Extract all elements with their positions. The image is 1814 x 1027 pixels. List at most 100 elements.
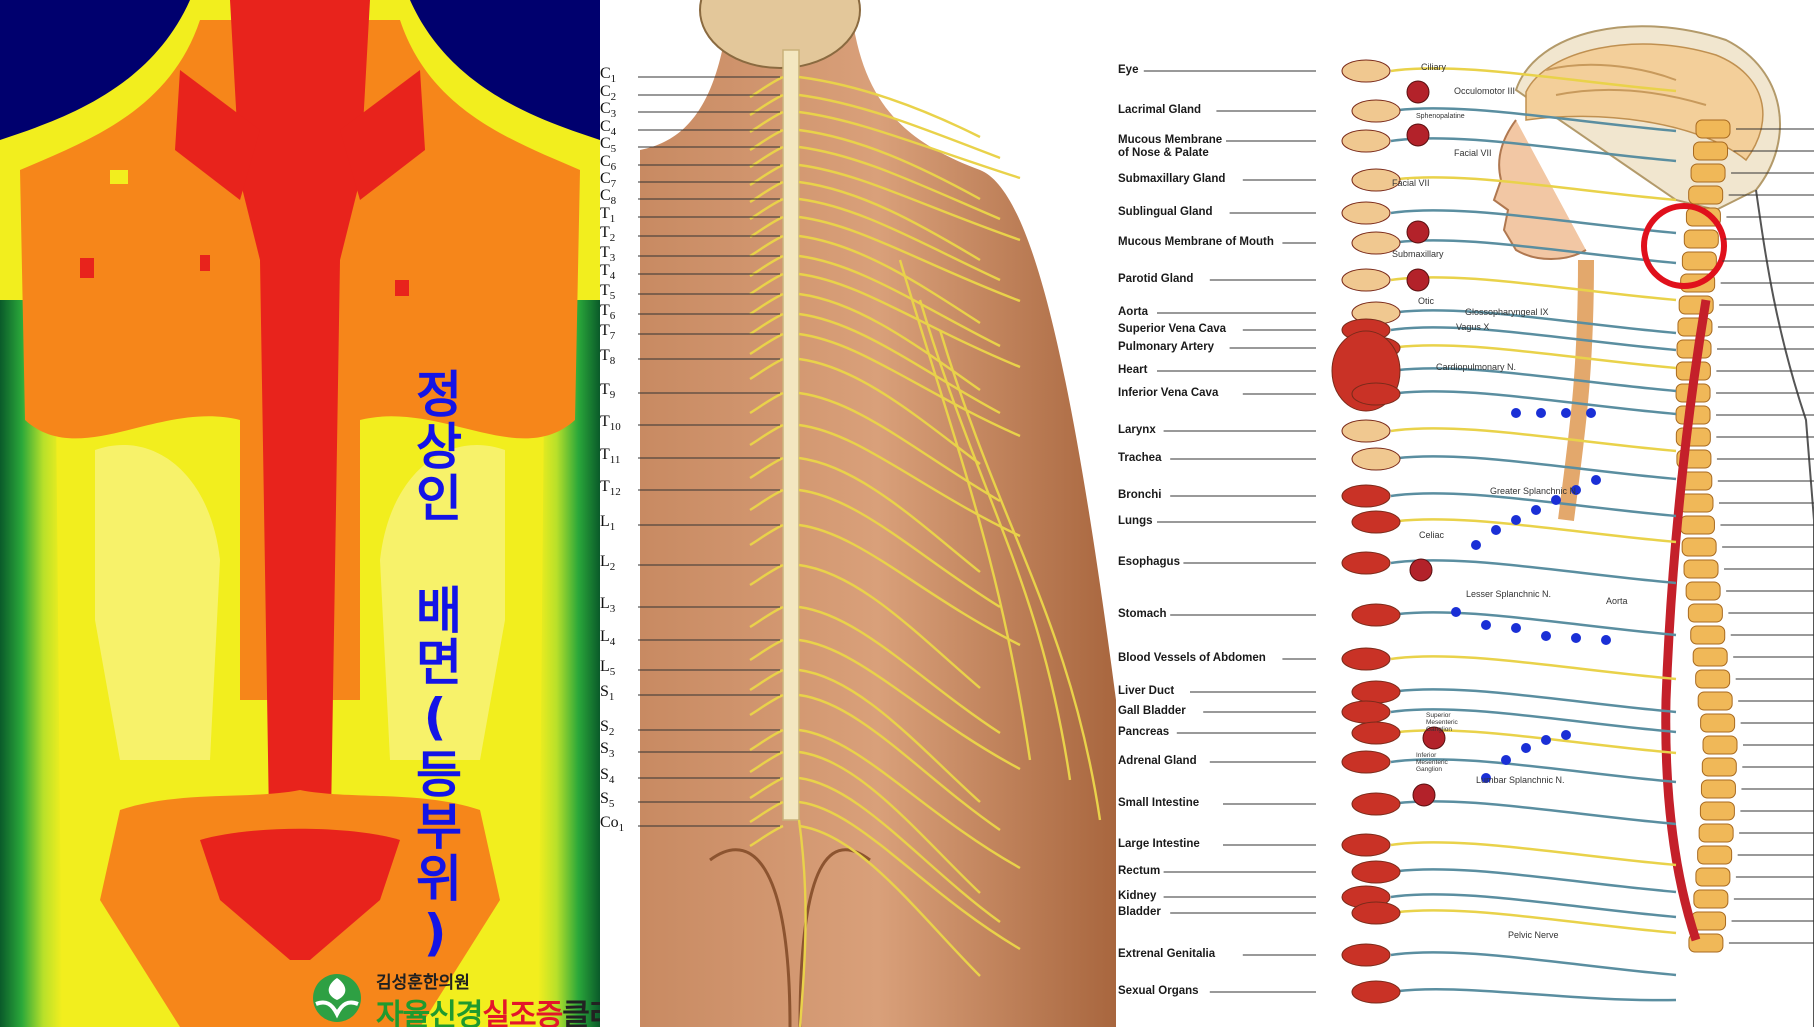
organ-drawing — [1351, 792, 1401, 816]
spinal-level-letter: S — [600, 766, 609, 783]
vertebra — [1699, 801, 1735, 821]
spinal-nerve-branch — [749, 234, 784, 258]
nerve-label-inferior-mesenteric: Inferior Mesenteric Ganglion — [1416, 752, 1448, 773]
ganglion-dot — [1511, 408, 1521, 418]
spinal-nerve-branch — [798, 312, 1001, 415]
vertebra — [1697, 691, 1733, 711]
nerve-label-sphenopalatine: Sphenopalatine — [1416, 113, 1465, 120]
spinal-level-number: 4 — [610, 126, 617, 139]
spinal-level-letter: S — [600, 718, 609, 735]
spinal-nerve-branch — [798, 728, 1021, 870]
spinal-nerve-branch — [798, 197, 1001, 282]
organ-drawing — [1351, 721, 1401, 745]
ganglion-dot — [1571, 485, 1581, 495]
cranial-ganglion — [1412, 783, 1436, 807]
spinal-level-letter: L — [600, 658, 610, 675]
spinal-level-label: L4 — [600, 628, 640, 648]
spinal-level-letter: T — [600, 478, 610, 495]
spinal-level-letter: L — [600, 513, 610, 530]
autonomic-nerve-fiber — [1390, 729, 1677, 755]
spinal-level-number: 9 — [609, 389, 616, 402]
organ-label: Superior Vena Cava — [1118, 323, 1227, 335]
spinal-nerve-branch — [798, 824, 981, 977]
organ-label: Lacrimal Gland — [1118, 104, 1202, 116]
spinal-level-number: 3 — [608, 748, 615, 761]
arm-nerve — [918, 299, 1072, 781]
nerve-label-superior-mesenteric: Superior Mesenteric Ganglion — [1426, 712, 1458, 733]
ganglion-dot — [1541, 631, 1551, 641]
autonomic-nerve-fiber — [1390, 688, 1677, 714]
spinal-level-number: 6 — [610, 161, 617, 174]
spinal-level-number: 7 — [610, 178, 617, 191]
spinal-level-label: C2 — [600, 83, 640, 103]
ganglion-dot — [1521, 743, 1531, 753]
autonomic-nerve-fiber — [1390, 611, 1677, 637]
spinal-nerve-branch — [798, 488, 1001, 609]
organ-drawing — [1341, 201, 1391, 225]
spinal-level-letter: C — [600, 65, 611, 82]
cranial-ganglion — [1406, 123, 1430, 147]
spinal-level-label: T12 — [600, 478, 640, 498]
thermal-caption: 정상인 배면(등부위) — [406, 368, 464, 964]
spinal-level-label: C5 — [600, 135, 640, 155]
autonomic-nerve-fiber — [1390, 326, 1677, 352]
ganglion-dot — [1481, 773, 1491, 783]
spinal-level-letter: T — [600, 347, 610, 364]
spinal-level-letter: T — [600, 282, 610, 299]
spinal-level-letter: C — [600, 170, 611, 187]
spinal-nerve-branch — [798, 800, 1021, 951]
vertebra — [1700, 713, 1736, 733]
spinal-nerve-branch — [749, 668, 784, 692]
organ-label: Kidney — [1118, 890, 1157, 902]
organ-label: Heart — [1118, 364, 1148, 376]
spinal-level-letter: L — [600, 628, 610, 645]
vertebra — [1701, 757, 1737, 777]
sciatic-nerve — [797, 819, 807, 1027]
spinal-nerve-branch — [798, 110, 1021, 180]
spinal-nerve-branch — [798, 605, 1001, 735]
organ-label: Sexual Organs — [1118, 985, 1199, 997]
nerve-label-celiac: Celiac — [1419, 530, 1445, 540]
spinal-nerve-branch — [749, 180, 784, 204]
organ-label: Trachea — [1118, 452, 1162, 464]
spinal-level-label: T9 — [600, 381, 640, 401]
spinal-nerve-branch — [798, 215, 1021, 303]
ganglion-dot — [1491, 525, 1501, 535]
clinic-logo-icon — [313, 974, 361, 1022]
spinal-level-letter: C — [600, 153, 611, 170]
spinal-level-label: S4 — [600, 766, 640, 786]
spinal-nerve-branch — [798, 332, 1021, 438]
spinal-nerve-branch — [749, 776, 784, 800]
spinal-level-number: 3 — [609, 603, 616, 616]
spinal-level-label: C3 — [600, 100, 640, 120]
vertebra — [1695, 867, 1731, 887]
spinal-level-label: T6 — [600, 302, 640, 322]
organ-label: Extrenal Genitalia — [1118, 948, 1216, 960]
clinic-subtitle: 김성훈한의원 — [376, 973, 470, 993]
organ-label: Large Intestine — [1118, 838, 1200, 850]
spinal-nerve-branch — [798, 523, 1021, 647]
spinal-level-letter: C — [600, 118, 611, 135]
organ-drawing — [1341, 268, 1391, 292]
autonomic-nerve-fiber — [1390, 987, 1677, 1002]
spinal-level-label: S3 — [600, 740, 640, 760]
spinal-level-number: 2 — [609, 561, 616, 574]
spinal-level-number: 4 — [608, 774, 615, 787]
spinal-level-letter: S — [600, 790, 609, 807]
ganglion-dot — [1551, 495, 1561, 505]
spinal-nerve-branch — [749, 357, 784, 381]
organ-label: Rectum — [1118, 865, 1161, 877]
spinal-level-letter: T — [600, 205, 610, 222]
vertebra — [1700, 779, 1736, 799]
organ-drawing — [1341, 943, 1391, 967]
spinal-level-number: 5 — [609, 666, 616, 679]
clinic-watermark: 김성훈한의원 자율신경실조증클리닉 — [306, 968, 600, 1027]
spinal-nerve-branch — [798, 234, 981, 325]
spinal-level-number: 1 — [609, 521, 616, 534]
spinal-nerve-branch — [749, 693, 784, 717]
spinal-level-label: T5 — [600, 282, 640, 302]
organ-drawing — [1341, 484, 1391, 508]
nerve-label-submaxillary: Submaxillary — [1392, 249, 1444, 259]
autonomic-illustration — [1143, 25, 1814, 1027]
